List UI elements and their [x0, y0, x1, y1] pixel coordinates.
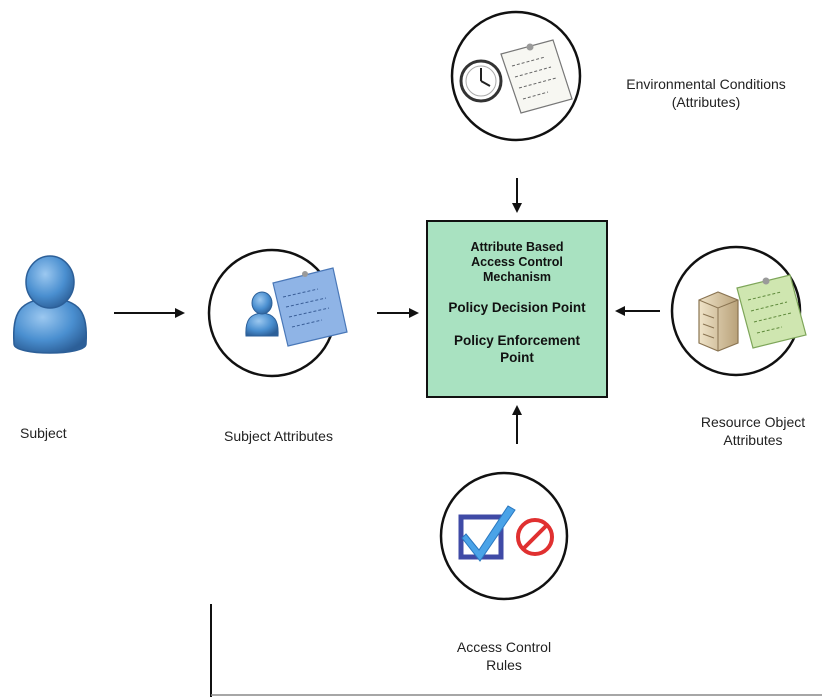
resource-label-line: Resource Object [700, 414, 806, 430]
resource-node [670, 245, 807, 377]
environmental-label: Environmental Conditions (Attributes) [606, 75, 806, 111]
mechanism-line: Mechanism [482, 270, 552, 284]
environmental-node [450, 10, 582, 142]
document-icon [500, 39, 573, 114]
subject-label: Subject [20, 425, 67, 441]
policy-enforcement-line: Policy Enforcement [453, 333, 581, 348]
rules-node [439, 471, 569, 601]
rules-label-line: Access Control [456, 639, 552, 655]
policy-enforcement-point: Policy Enforcement Point [428, 332, 606, 366]
document-icon [272, 267, 348, 347]
rules-label-line: Rules [486, 657, 522, 673]
environmental-label-line: Environmental Conditions [626, 76, 786, 92]
mechanism-line: Access Control [471, 255, 563, 269]
clock-icon [459, 59, 503, 103]
resource-label: Resource Object Attributes [684, 413, 822, 449]
person-icon [245, 291, 279, 337]
document-icon [736, 274, 807, 349]
prohibited-icon [516, 518, 554, 556]
environmental-label-line: (Attributes) [671, 94, 741, 110]
mechanism-title: Attribute Based Access Control Mechanism [428, 240, 606, 285]
policy-decision-point: Policy Decision Point [448, 300, 586, 315]
resource-label-line: Attributes [723, 432, 783, 448]
mechanism-line: Attribute Based [470, 240, 564, 254]
policy-enforcement-line: Point [500, 350, 534, 365]
subject-attributes-node [207, 248, 348, 378]
subject-person-icon [12, 255, 88, 354]
subject-attributes-label: Subject Attributes [224, 428, 333, 444]
server-icon [698, 291, 739, 352]
rules-label: Access Control Rules [436, 638, 572, 674]
checkbox-checked-icon [458, 505, 516, 562]
abac-mechanism-box: Attribute Based Access Control Mechanism… [426, 220, 608, 398]
